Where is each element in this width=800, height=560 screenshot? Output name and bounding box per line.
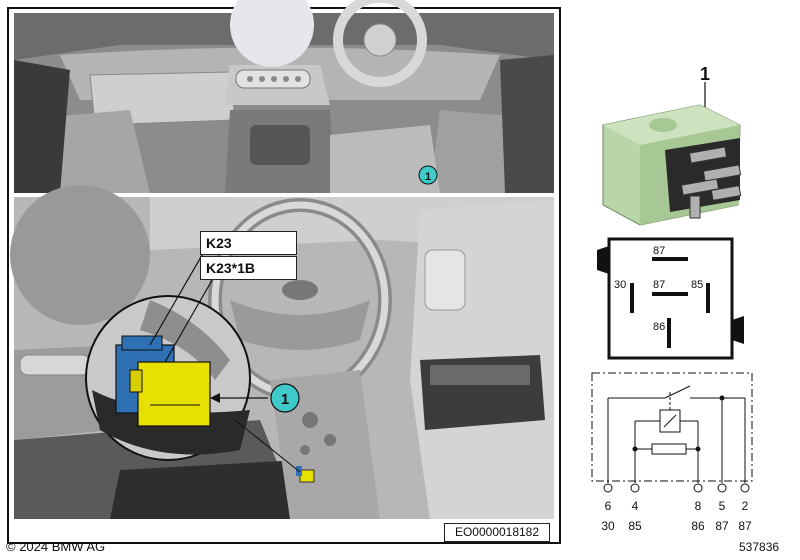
relay-location-small: [299, 469, 315, 483]
relay-yellow: [137, 361, 211, 427]
magnified-relay-inset: [85, 249, 251, 461]
terminal-function: 30: [601, 519, 615, 533]
pin-label: 30: [614, 279, 626, 291]
pin-label: 86: [653, 321, 665, 333]
terminal-pin: 8: [695, 499, 702, 513]
pin-label: 87: [653, 245, 665, 257]
terminal-function: 86: [691, 519, 705, 533]
terminal-pin: 4: [632, 499, 639, 513]
terminal-pin: 6: [605, 499, 612, 513]
copyright-text: © 2024 BMW AG: [6, 539, 106, 554]
relay-circuit-schematic: [591, 372, 753, 493]
marker-top-label: 1: [425, 171, 431, 183]
dashboard-overview: [14, 0, 554, 193]
terminal-pin: 2: [742, 499, 749, 513]
pin-label: 87: [653, 279, 665, 291]
relay-component: [602, 82, 742, 226]
footwell-detail-view: [10, 185, 554, 519]
relay-pinout-diagram: 87 30 87 85 86: [597, 237, 744, 360]
component-number-label: 1: [700, 64, 710, 84]
terminal-function: 85: [628, 519, 642, 533]
marker-top-circle: [418, 165, 438, 185]
terminal-pin: 5: [719, 499, 726, 513]
image-code-box: EO0000018182: [444, 523, 550, 542]
terminal-function: 87: [738, 519, 752, 533]
callout-k23: K23: [200, 231, 297, 255]
terminal-function: 87: [715, 519, 729, 533]
marker-bottom-label: 1: [281, 391, 289, 408]
pin-label: 85: [691, 279, 703, 291]
marker-bottom-circle: [270, 383, 300, 413]
callout-k23-1b: K23*1B: [200, 256, 297, 280]
vehicle-interior-panel: [7, 0, 561, 544]
document-number: 537836: [739, 540, 780, 554]
